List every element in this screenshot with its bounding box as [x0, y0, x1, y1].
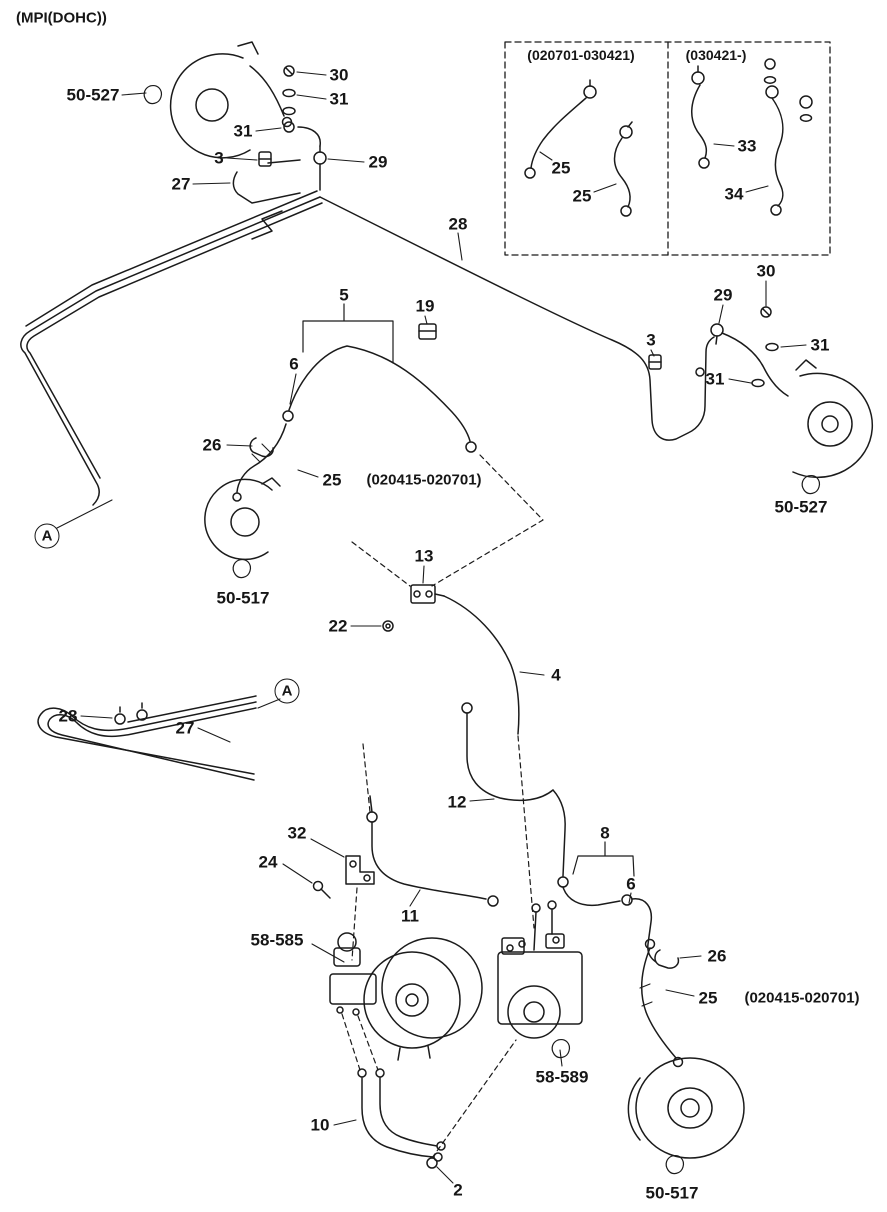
- top-right-wheel-assembly: [648, 306, 874, 495]
- part-label-31: 31: [810, 335, 830, 355]
- part-label-25: 25: [322, 470, 342, 490]
- part-label-2: 2: [453, 1180, 463, 1200]
- part-label-6: 6: [626, 874, 636, 894]
- part-label-29: 29: [368, 152, 388, 172]
- part-label-30: 30: [329, 65, 349, 85]
- part-label-25: 25: [551, 158, 571, 178]
- part-label-34: 34: [724, 184, 744, 204]
- part-label-31: 31: [705, 369, 725, 389]
- part-label-22: 22: [328, 616, 348, 636]
- part-label-50-527: 50-527: [774, 497, 828, 517]
- bottom-pipes: [357, 1068, 446, 1169]
- part-label-28: 28: [448, 214, 468, 234]
- part-label-50-517: 50-517: [216, 588, 270, 608]
- part-label-25: 25: [572, 186, 592, 206]
- part-label-10: 10: [310, 1115, 330, 1135]
- mid-pipe-5-assembly: [282, 323, 477, 453]
- junction-13: [382, 584, 445, 632]
- mid-left-wheel-assembly: [204, 423, 287, 579]
- center-pipes: [312, 595, 657, 963]
- part-label-3: 3: [646, 330, 656, 350]
- part-label-31: 31: [233, 121, 253, 141]
- part-label-13: 13: [414, 546, 434, 566]
- leader-lines: [56, 71, 807, 1184]
- part-label-5: 5: [339, 285, 349, 305]
- part-label-24: 24: [258, 852, 278, 872]
- part-label-4: 4: [551, 665, 561, 685]
- part-label-27: 27: [175, 718, 195, 738]
- part-label-27: 27: [171, 174, 191, 194]
- part-label-3: 3: [214, 148, 224, 168]
- part-label-28: 28: [58, 706, 78, 726]
- part-label-50-527: 50-527: [66, 85, 120, 105]
- left-mid-pipe-bundle: [37, 695, 257, 781]
- part-label-25: 25: [698, 988, 718, 1008]
- dashed-construction-lines: [341, 454, 544, 1159]
- part-label-26: 26: [707, 946, 727, 966]
- label-brackets: [302, 303, 635, 877]
- main-brake-pipes: [20, 190, 715, 506]
- top-left-wheel-assembly: [143, 41, 327, 204]
- part-label-a: A: [34, 523, 60, 549]
- part-label-020415-020701: (020415-020701): [744, 989, 860, 1007]
- part-label-32: 32: [287, 823, 307, 843]
- part-label-33: 33: [737, 136, 757, 156]
- inset-boxes: [504, 41, 831, 256]
- part-label-11: 11: [401, 906, 419, 926]
- front-hose-inset-1: [524, 79, 633, 217]
- part-label-30: 30: [756, 261, 776, 281]
- part-label-a: A: [274, 678, 300, 704]
- part-label-31: 31: [329, 89, 349, 109]
- part-label-50-517: 50-517: [645, 1183, 699, 1203]
- part-label-58-585: 58-585: [250, 930, 304, 950]
- part-label-12: 12: [447, 792, 467, 812]
- diagram-title: (MPI(DOHC)): [16, 9, 107, 27]
- front-hose-inset-2: [691, 58, 813, 216]
- part-label-26: 26: [202, 435, 222, 455]
- part-label-29: 29: [713, 285, 733, 305]
- part-label-020415-020701: (020415-020701): [366, 471, 482, 489]
- booster-master-cylinder: [329, 932, 483, 1061]
- part-label-19: 19: [415, 296, 435, 316]
- part-label-6: 6: [289, 354, 299, 374]
- part-label-58-589: 58-589: [535, 1067, 589, 1087]
- part-label-8: 8: [600, 823, 610, 843]
- abs-unit: [497, 900, 583, 1059]
- bottom-right-wheel-assembly: [627, 938, 745, 1175]
- part-label-020701-030421: (020701-030421): [527, 47, 635, 63]
- part-label-030421-: (030421-): [685, 47, 747, 63]
